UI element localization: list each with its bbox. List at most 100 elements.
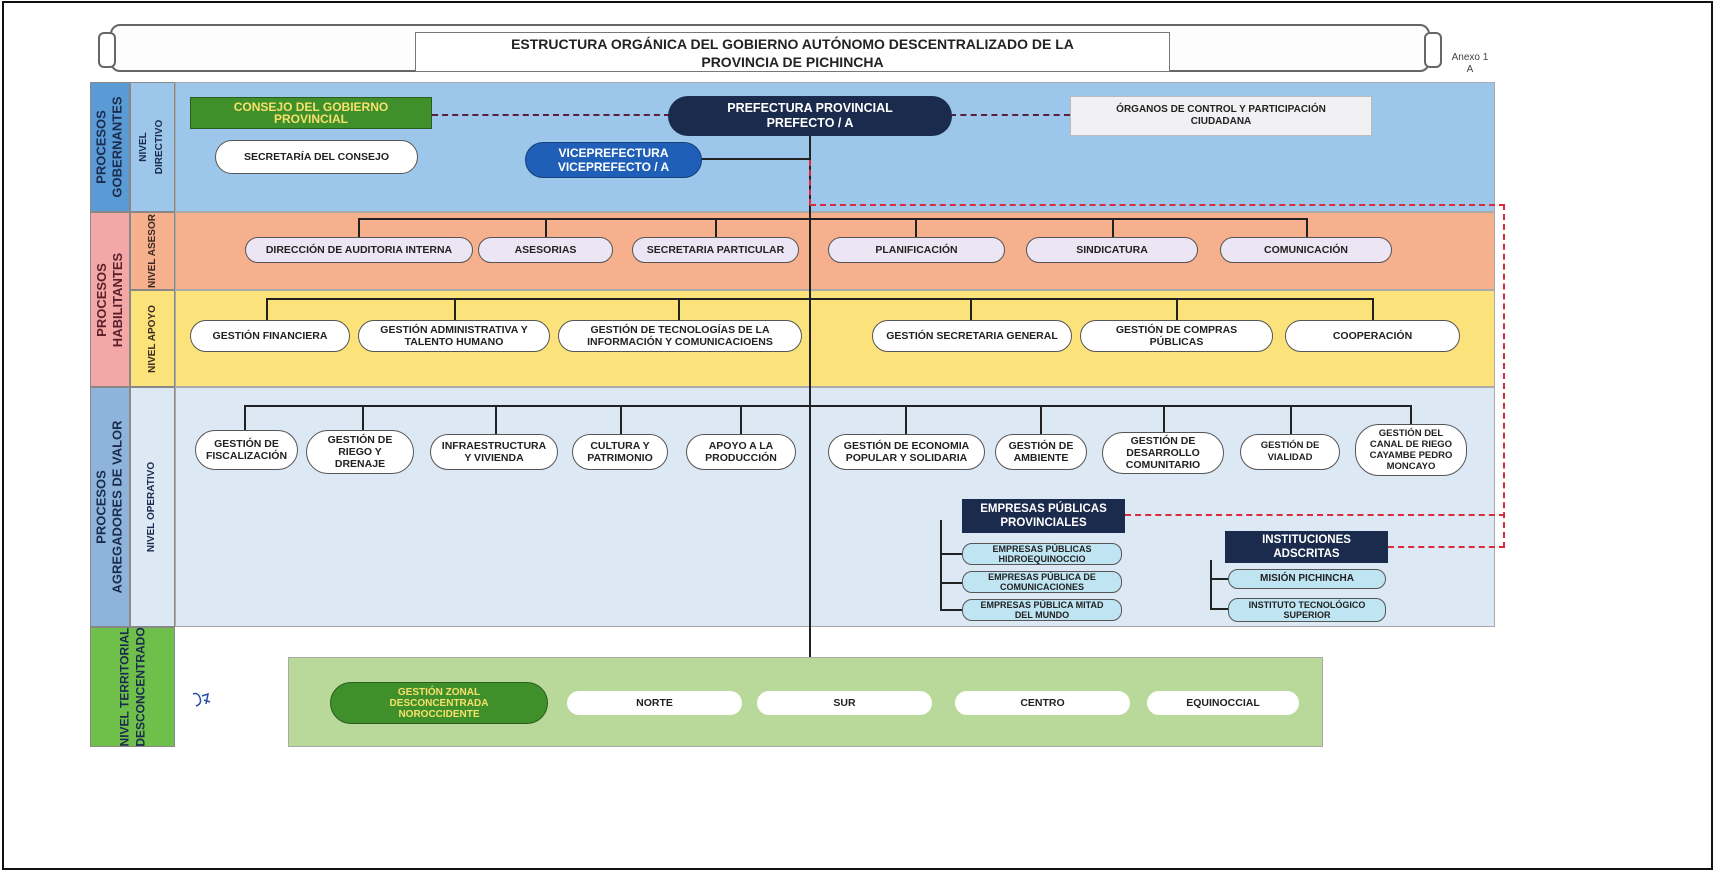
- side-label-gobernantes: PROCESOS GOBERNANTES: [90, 82, 130, 212]
- op-fisc-line-2: FISCALIZACIÓN: [205, 450, 288, 462]
- asesor-drop-4: [915, 218, 917, 240]
- zone-norte-text: NORTE: [636, 697, 673, 709]
- op-drop-10: [1410, 405, 1412, 425]
- operativo-bar: [244, 405, 1412, 407]
- red-dashed-right: [1503, 204, 1505, 548]
- asesor-drop-1: [358, 218, 360, 240]
- apoyo-drop-4: [970, 298, 972, 320]
- op-drop-6: [905, 405, 907, 435]
- side-label-agregadores: PROCESOS AGREGADORES DE VALOR: [90, 387, 130, 627]
- empresas-branch-1: [940, 553, 962, 555]
- asesor-node-secretaria-particular: SECRETARIA PARTICULAR: [632, 237, 799, 263]
- op-via-line-2: VIALIDAD: [1267, 452, 1313, 463]
- op-riego-line-3: DRENAJE: [334, 458, 386, 470]
- asesor-node-sindicatura: SINDICATURA: [1026, 237, 1198, 263]
- consejo-dashed-link: [432, 114, 670, 116]
- level-label-apoyo: NIVEL APOYO: [130, 290, 175, 387]
- territorial-node-equinoccial: EQUINOCCIAL: [1147, 691, 1299, 715]
- op-can-line-2: CANAL DE RIEGO: [1369, 439, 1453, 450]
- side-hab-line-1: PROCESOS: [94, 262, 109, 337]
- asesor-sindicatura-text: SINDICATURA: [1076, 244, 1148, 256]
- apoyo-drop-3: [678, 298, 680, 320]
- asesor-drop-6: [1306, 218, 1308, 240]
- level-label-directivo: NIVEL DIRECTIVO: [130, 82, 175, 212]
- empresa-2-line-2: COMUNICACIONES: [999, 582, 1084, 592]
- red-dashed-instituciones: [1388, 546, 1505, 548]
- side-gob-line-2: GOBERNANTES: [110, 96, 125, 198]
- asesor-drop-2: [545, 218, 547, 240]
- apoyo-tic-line-2: INFORMACIÓN Y COMUNICACIOENS: [587, 336, 773, 348]
- side-label-habilitantes: PROCESOS HABILITANTES: [90, 212, 130, 387]
- op-can-line-1: GESTIÓN DEL: [1378, 428, 1444, 439]
- consejo-line-2: PROVINCIAL: [273, 112, 348, 126]
- apoyo-node-financiera: GESTIÓN FINANCIERA: [190, 320, 350, 352]
- zone-sur-text: SUR: [833, 697, 856, 709]
- side-agr-line-1: PROCESOS: [94, 470, 110, 544]
- zone-centro-text: CENTRO: [1020, 697, 1065, 709]
- territorial-node-centro: CENTRO: [955, 691, 1130, 715]
- institucion-2-line-2: SUPERIOR: [1283, 610, 1331, 620]
- empresa-1-line-2: HIDROEQUINOCCIO: [998, 554, 1086, 564]
- zonal-line-1: GESTIÓN ZONAL: [397, 686, 481, 698]
- empresa-2-line-1: EMPRESAS PÚBLICA DE: [988, 572, 1096, 582]
- territorial-node-sur: SUR: [757, 691, 932, 715]
- op-infra-line-2: Y VIVIENDA: [464, 452, 524, 464]
- op-drop-2: [362, 405, 364, 431]
- empresas-branch-3: [940, 609, 962, 611]
- op-amb-line-1: GESTIÓN DE: [1008, 440, 1074, 452]
- apoyo-secretaria-general-text: GESTIÓN SECRETARIA GENERAL: [886, 330, 1058, 342]
- annex-line-2: A: [1466, 64, 1474, 75]
- level-directivo-line-1: NIVEL: [138, 132, 150, 162]
- op-cult-line-2: PATRIMONIO: [587, 452, 653, 464]
- asesor-node-planificacion: PLANIFICACIÓN: [828, 237, 1005, 263]
- organos-line-2: CIUDADANA: [1190, 116, 1252, 127]
- instituciones-head-line-2: ADSCRITAS: [1273, 548, 1340, 560]
- apoyo-node-cooperacion: COOPERACIÓN: [1285, 320, 1460, 352]
- asesor-asesorias-text: ASESORIAS: [514, 244, 577, 256]
- apoyo-tic-line-1: GESTIÓN DE TECNOLOGÍAS DE LA: [590, 324, 770, 336]
- op-riego-line-2: RIEGO Y: [338, 446, 382, 458]
- instituciones-tree-line: [1210, 560, 1212, 610]
- op-des-line-3: COMUNITARIO: [1125, 459, 1201, 471]
- apoyo-drop-2: [454, 298, 456, 320]
- side-agr-line-2: AGREGADORES DE VALOR: [110, 420, 126, 594]
- side-gob-line-1: PROCESOS: [94, 110, 109, 184]
- op-des-line-1: GESTIÓN DE: [1130, 435, 1196, 447]
- asesor-node-asesorias: ASESORIAS: [478, 237, 613, 263]
- zonal-line-2: DESCONCENTRADA: [389, 697, 489, 709]
- organos-line-1: ÓRGANOS DE CONTROL Y PARTICIPACIÓN: [1116, 104, 1326, 115]
- op-apoyo-line-2: PRODUCCIÓN: [705, 452, 777, 464]
- op-drop-1: [244, 405, 246, 431]
- apoyo-cooperacion-text: COOPERACIÓN: [1332, 330, 1413, 342]
- apoyo-drop-1: [266, 298, 268, 320]
- side-terr-line-2: DESCONCENTRADO: [133, 627, 148, 747]
- annex-label: Anexo 1 A: [1440, 52, 1500, 76]
- op-drop-3: [495, 405, 497, 435]
- op-drop-8: [1163, 405, 1165, 433]
- op-riego-line-1: GESTIÓN DE: [327, 434, 393, 446]
- side-label-territorial: NIVEL TERRITORIAL DESCONCENTRADO: [90, 627, 175, 747]
- apoyo-admin-line-2: TALENTO HUMANO: [404, 336, 504, 348]
- apoyo-bar: [266, 298, 1374, 300]
- level-label-asesor: NIVEL ASESOR: [130, 212, 175, 290]
- secretaria-consejo-node: SECRETARÍA DEL CONSEJO: [215, 140, 418, 174]
- vice-connector: [700, 158, 810, 160]
- institucion-2-line-1: INSTITUTO TECNOLÓGICO: [1248, 600, 1366, 610]
- asesor-planificacion-text: PLANIFICACIÓN: [875, 244, 958, 256]
- institucion-mision-pichincha: MISIÓN PICHINCHA: [1228, 569, 1386, 589]
